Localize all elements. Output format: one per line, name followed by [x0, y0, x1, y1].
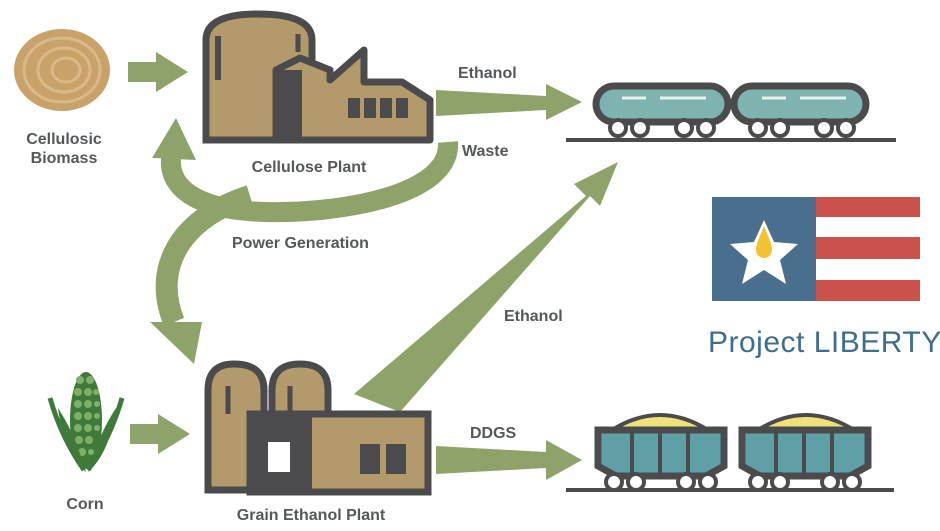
project-liberty-title: Project LIBERTY: [708, 326, 940, 359]
grain-ethanol-plant-icon: [204, 360, 432, 496]
arrow-ddgs: [436, 440, 582, 480]
corn-label: Corn: [66, 496, 104, 513]
cellulosic-biomass-line2: Biomass: [30, 150, 98, 167]
arrow-ethanol-top: [436, 84, 582, 120]
arrow-biomass-to-plant: [128, 52, 188, 92]
grain-ethanol-plant-label: Grain Ethanol Plant: [236, 507, 386, 524]
arrow-ethanol-diagonal: [354, 162, 618, 412]
cellulosic-biomass-label: Cellulosic Biomass: [14, 130, 114, 168]
flag-icon: [712, 197, 920, 301]
ethanol-diagonal-label: Ethanol: [504, 308, 563, 325]
power-generation-loop-arrow: [152, 118, 458, 223]
power-generation-label: Power Generation: [232, 235, 369, 252]
arrow-power-to-grain-plant: [150, 185, 254, 364]
corn-icon: [47, 372, 125, 472]
arrow-corn-to-plant: [130, 414, 190, 454]
hay-bale-icon: [14, 29, 110, 111]
tank-car-icon: [566, 82, 896, 142]
waste-label: Waste: [462, 143, 509, 160]
cellulosic-biomass-line1: Cellulosic: [26, 131, 102, 148]
ddgs-label: DDGS: [470, 425, 517, 442]
ethanol-top-label: Ethanol: [458, 65, 517, 82]
cellulose-plant-label: Cellulose Plant: [251, 159, 367, 176]
hopper-car-icon: [566, 413, 894, 492]
cellulose-plant-icon: [202, 10, 434, 144]
